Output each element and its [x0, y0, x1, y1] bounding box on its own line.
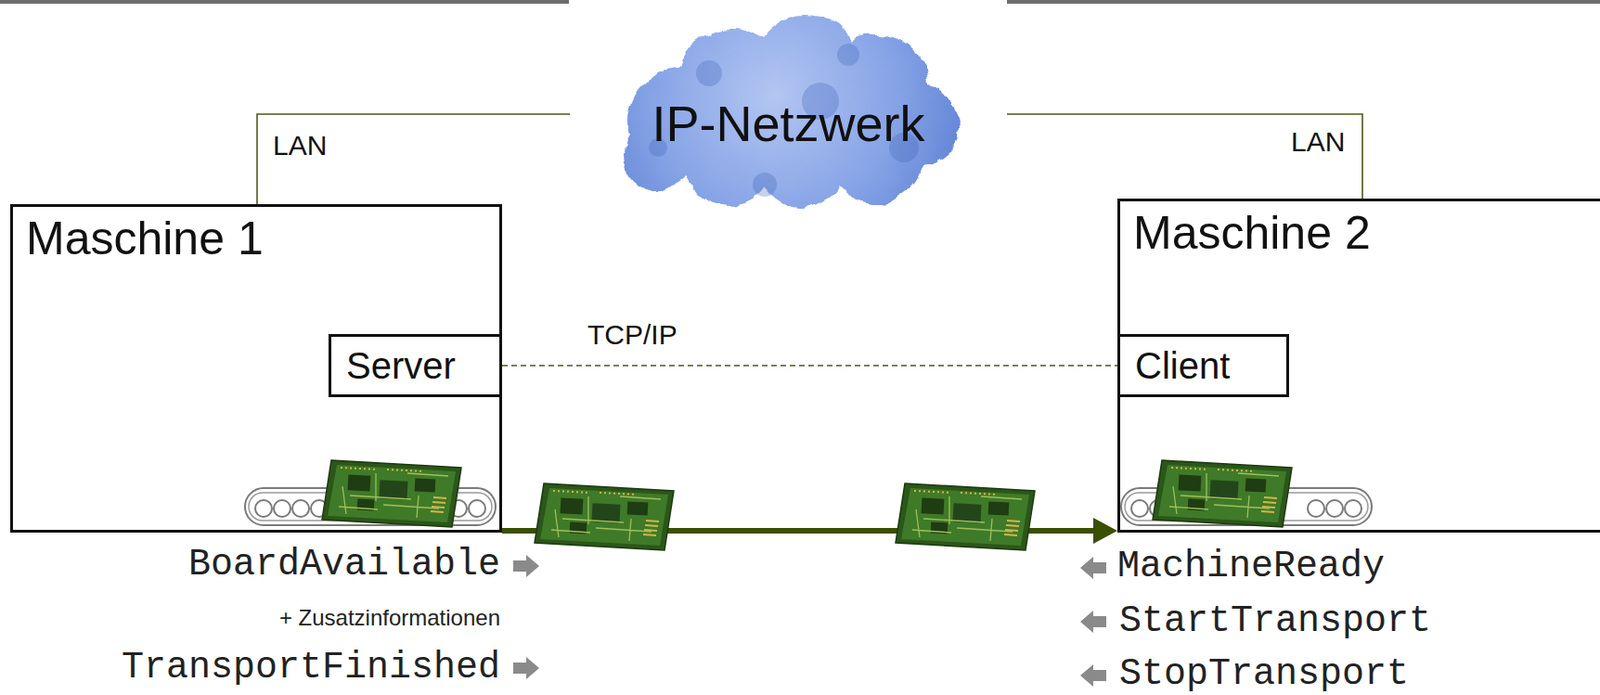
node-title: IP-Netzwerk	[651, 94, 925, 153]
signal-arrow	[1080, 610, 1107, 633]
connector	[257, 114, 570, 205]
text-stack: IP-Netzwerk	[651, 94, 925, 153]
connector	[502, 365, 1118, 367]
circuit-board	[534, 483, 674, 551]
server-box: Server	[328, 334, 503, 398]
text-stack: Server	[346, 344, 456, 388]
machine-box: Maschine 2 Client	[1117, 198, 1600, 533]
top-rule	[0, 0, 569, 4]
signal-name: TransportFinished	[121, 649, 501, 687]
node-title: Server	[346, 344, 456, 388]
text-stack: Maschine 2	[1133, 206, 1600, 261]
circuit-board	[895, 483, 1035, 551]
note-text: + Zusatzinformationen	[279, 606, 501, 630]
network-cloud: IP-Netzwerk	[569, 8, 1007, 215]
top-rule	[1006, 0, 1600, 4]
node-title: Maschine 2	[1133, 206, 1371, 261]
text-stack: Client	[1135, 344, 1230, 388]
arrow-head	[1093, 517, 1118, 544]
circuit-board	[322, 460, 462, 528]
connector-line	[502, 364, 1118, 367]
connection-label: LAN	[270, 129, 329, 161]
connector-line	[1006, 114, 1363, 199]
node-title: Client	[1135, 344, 1230, 388]
text-stack: Maschine 1	[25, 212, 487, 267]
signal-arrow	[513, 554, 540, 578]
connection-label: TCP/IP	[585, 319, 680, 350]
connector	[1006, 114, 1363, 199]
signal-name: BoardAvailable	[188, 546, 501, 584]
signal-arrow	[1080, 556, 1107, 580]
connector-line	[257, 114, 570, 205]
node-title: Maschine 1	[25, 212, 264, 267]
signal-name: StartTransport	[1119, 603, 1432, 641]
signal-name: MachineReady	[1117, 548, 1385, 586]
signal-arrow	[513, 657, 540, 680]
circuit-board	[1152, 460, 1292, 528]
signal-arrow	[1080, 664, 1107, 687]
connection-label: LAN	[1289, 126, 1347, 157]
signal-name: StopTransport	[1119, 656, 1409, 694]
client-box: Client	[1117, 334, 1290, 398]
machine-box: Maschine 1 Server	[10, 204, 503, 533]
